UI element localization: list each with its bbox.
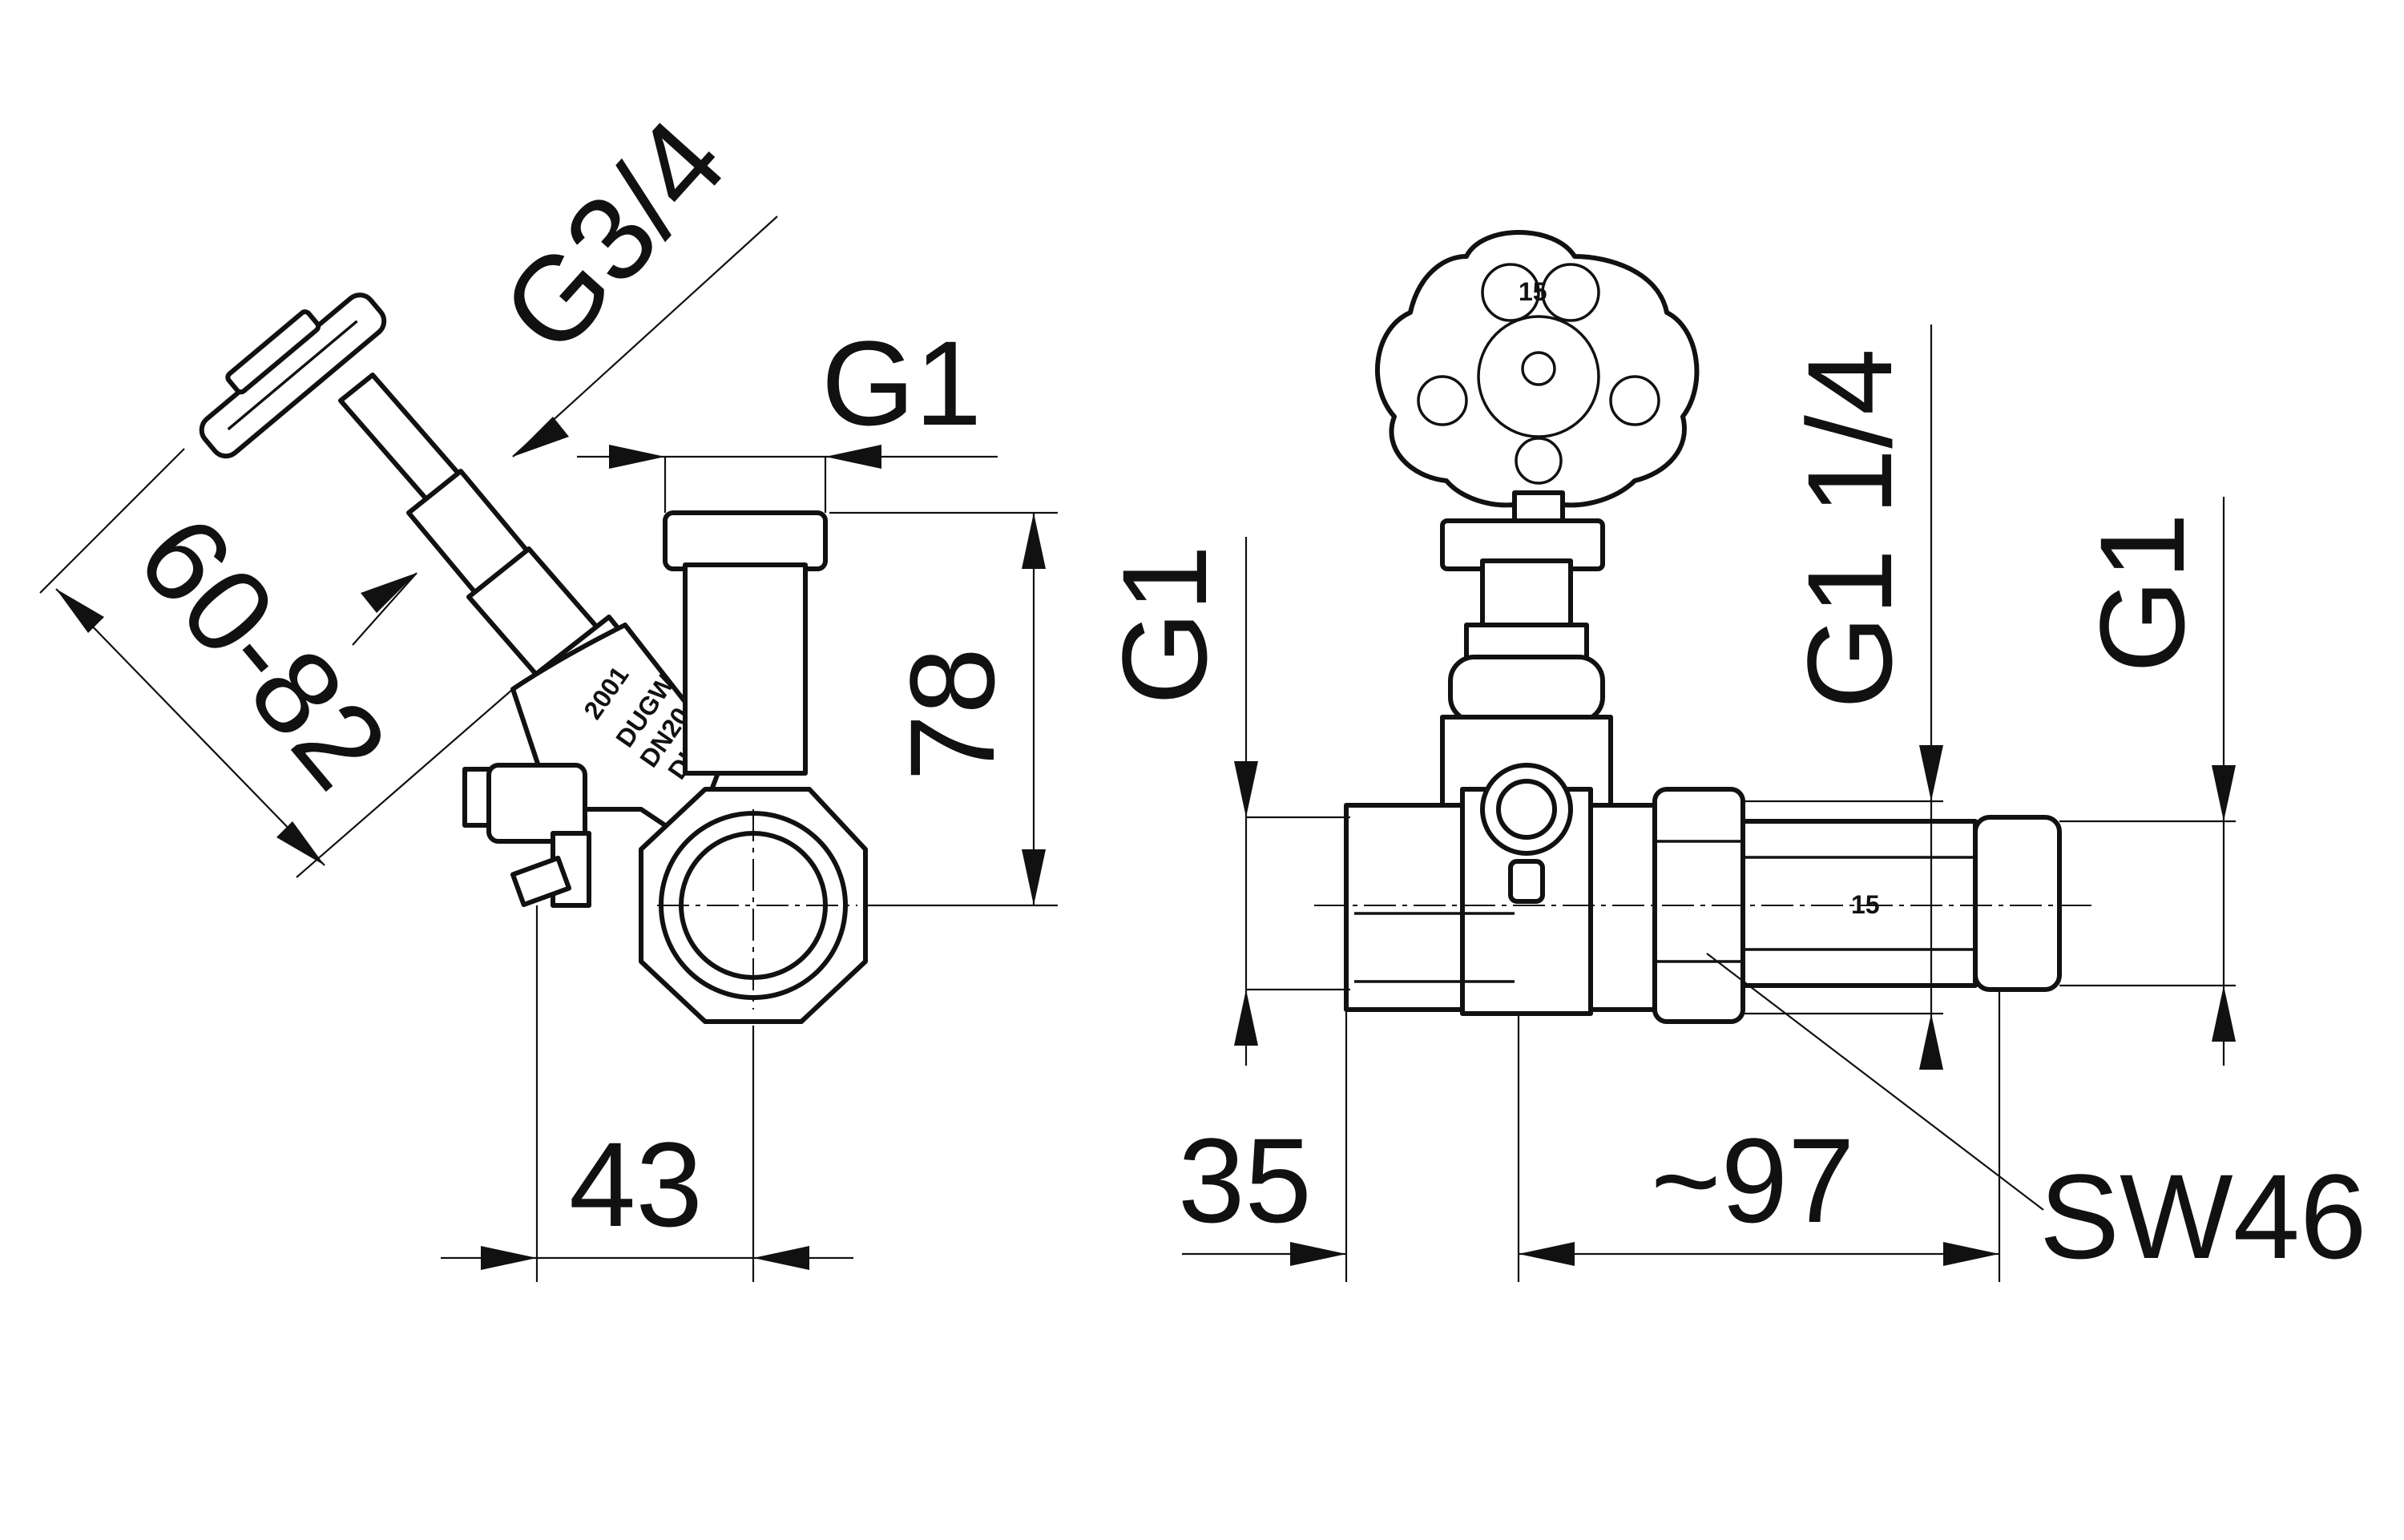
dim-g1-top-line xyxy=(577,445,998,513)
sw46-leader xyxy=(1706,953,2044,1211)
right-tailpiece: 15 xyxy=(1740,815,2062,992)
label-6082: 60-82 xyxy=(112,491,413,813)
label-43: 43 xyxy=(569,1117,703,1252)
right-handwheel: 15 xyxy=(1375,230,1700,508)
dim-g1-left-line xyxy=(1234,537,1350,1066)
label-g1-right: G1 xyxy=(2075,513,2209,673)
left-drain-cock xyxy=(462,763,591,908)
label-sw46: SW46 xyxy=(2039,1149,2366,1284)
label-g1-top: G1 xyxy=(821,316,982,450)
left-upper-pipe xyxy=(663,510,828,776)
left-union-nut xyxy=(639,787,868,1024)
right-main-body xyxy=(1344,763,1657,1016)
label-97: ~97 xyxy=(1651,1113,1854,1248)
label-35: 35 xyxy=(1178,1113,1312,1248)
label-78: 78 xyxy=(885,647,1019,781)
dim-g34-line xyxy=(352,216,778,646)
label-g34: G3/4 xyxy=(476,94,750,377)
label-g114: G1 1/4 xyxy=(1782,349,1917,709)
dim-g114-line xyxy=(1743,325,1943,1070)
left-handwheel xyxy=(199,292,387,459)
dim-g1-right-line xyxy=(2059,497,2236,1066)
dim-43-line xyxy=(441,905,853,1282)
dim-78-line xyxy=(829,511,1058,907)
right-stem xyxy=(1440,490,1613,812)
right-valve-view: 15 xyxy=(1097,230,2366,1284)
label-g1-left: G1 xyxy=(1097,545,1232,705)
dim-6082-line xyxy=(39,448,514,878)
dim-35-97-line xyxy=(1182,990,2001,1282)
svg-text:15: 15 xyxy=(1519,277,1547,306)
left-valve-view: 2001 DUGW DN20 DIN xyxy=(39,94,1058,1282)
left-spindle xyxy=(338,373,611,691)
